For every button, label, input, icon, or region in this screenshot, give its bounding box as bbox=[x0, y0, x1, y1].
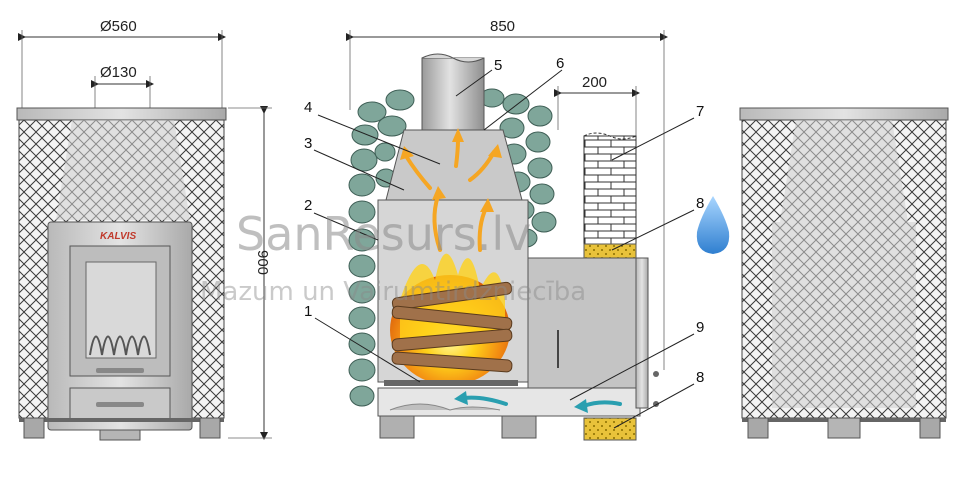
cross-section-view: 850 200 bbox=[304, 18, 704, 441]
depth-label: 850 bbox=[490, 18, 515, 35]
top-lid bbox=[16, 107, 227, 121]
callout-2: 2 bbox=[304, 197, 312, 214]
flame-grille bbox=[89, 335, 151, 356]
grate bbox=[384, 380, 518, 386]
section-foot-right bbox=[501, 415, 537, 439]
back-view bbox=[739, 107, 949, 439]
back-foot-left bbox=[747, 417, 769, 439]
outer-diameter-label: Ø560 bbox=[100, 18, 137, 35]
callout-3: 3 bbox=[304, 135, 312, 152]
chimney-diameter-label: Ø130 bbox=[100, 64, 137, 81]
front-view: Ø560 Ø130 KALVIS bbox=[16, 18, 227, 441]
door-glass bbox=[85, 261, 157, 359]
insulation-bottom bbox=[583, 417, 637, 441]
flame-arrow-heads bbox=[400, 128, 502, 212]
callout-1: 1 bbox=[304, 303, 312, 320]
back-panel-shadow bbox=[772, 222, 916, 408]
door-handle bbox=[96, 368, 144, 373]
ash-drawer-handle bbox=[96, 402, 144, 407]
callout-8-top: 8 bbox=[696, 195, 704, 212]
foot-left bbox=[23, 417, 45, 439]
callout-5: 5 bbox=[494, 57, 502, 74]
leader-lines bbox=[313, 69, 695, 429]
water-drop-icon bbox=[696, 196, 730, 254]
fire-tunnel bbox=[527, 257, 637, 389]
callout-4: 4 bbox=[304, 99, 312, 116]
callout-9: 9 bbox=[696, 319, 704, 336]
callout-6: 6 bbox=[556, 55, 564, 72]
watermark-title: SanResurs.lv bbox=[236, 207, 531, 261]
tunnel-length-label: 200 bbox=[582, 74, 607, 91]
chimney-pipe bbox=[421, 57, 485, 131]
height-dimension: 900 bbox=[228, 106, 272, 440]
section-foot-left bbox=[379, 415, 415, 439]
callout-7: 7 bbox=[696, 103, 704, 120]
insulation-top bbox=[583, 243, 637, 259]
firewood-logs bbox=[391, 281, 513, 373]
tunnel-door bbox=[635, 257, 649, 409]
height-label: 900 bbox=[254, 250, 271, 275]
brand-label: KALVIS bbox=[100, 231, 136, 242]
foot-right bbox=[199, 417, 221, 439]
watermark-subtitle: Mazum un Vairumtirdzniecība bbox=[200, 277, 586, 307]
back-top-lid bbox=[739, 107, 949, 121]
callout-8-bottom: 8 bbox=[696, 369, 704, 386]
back-foot-right bbox=[919, 417, 941, 439]
